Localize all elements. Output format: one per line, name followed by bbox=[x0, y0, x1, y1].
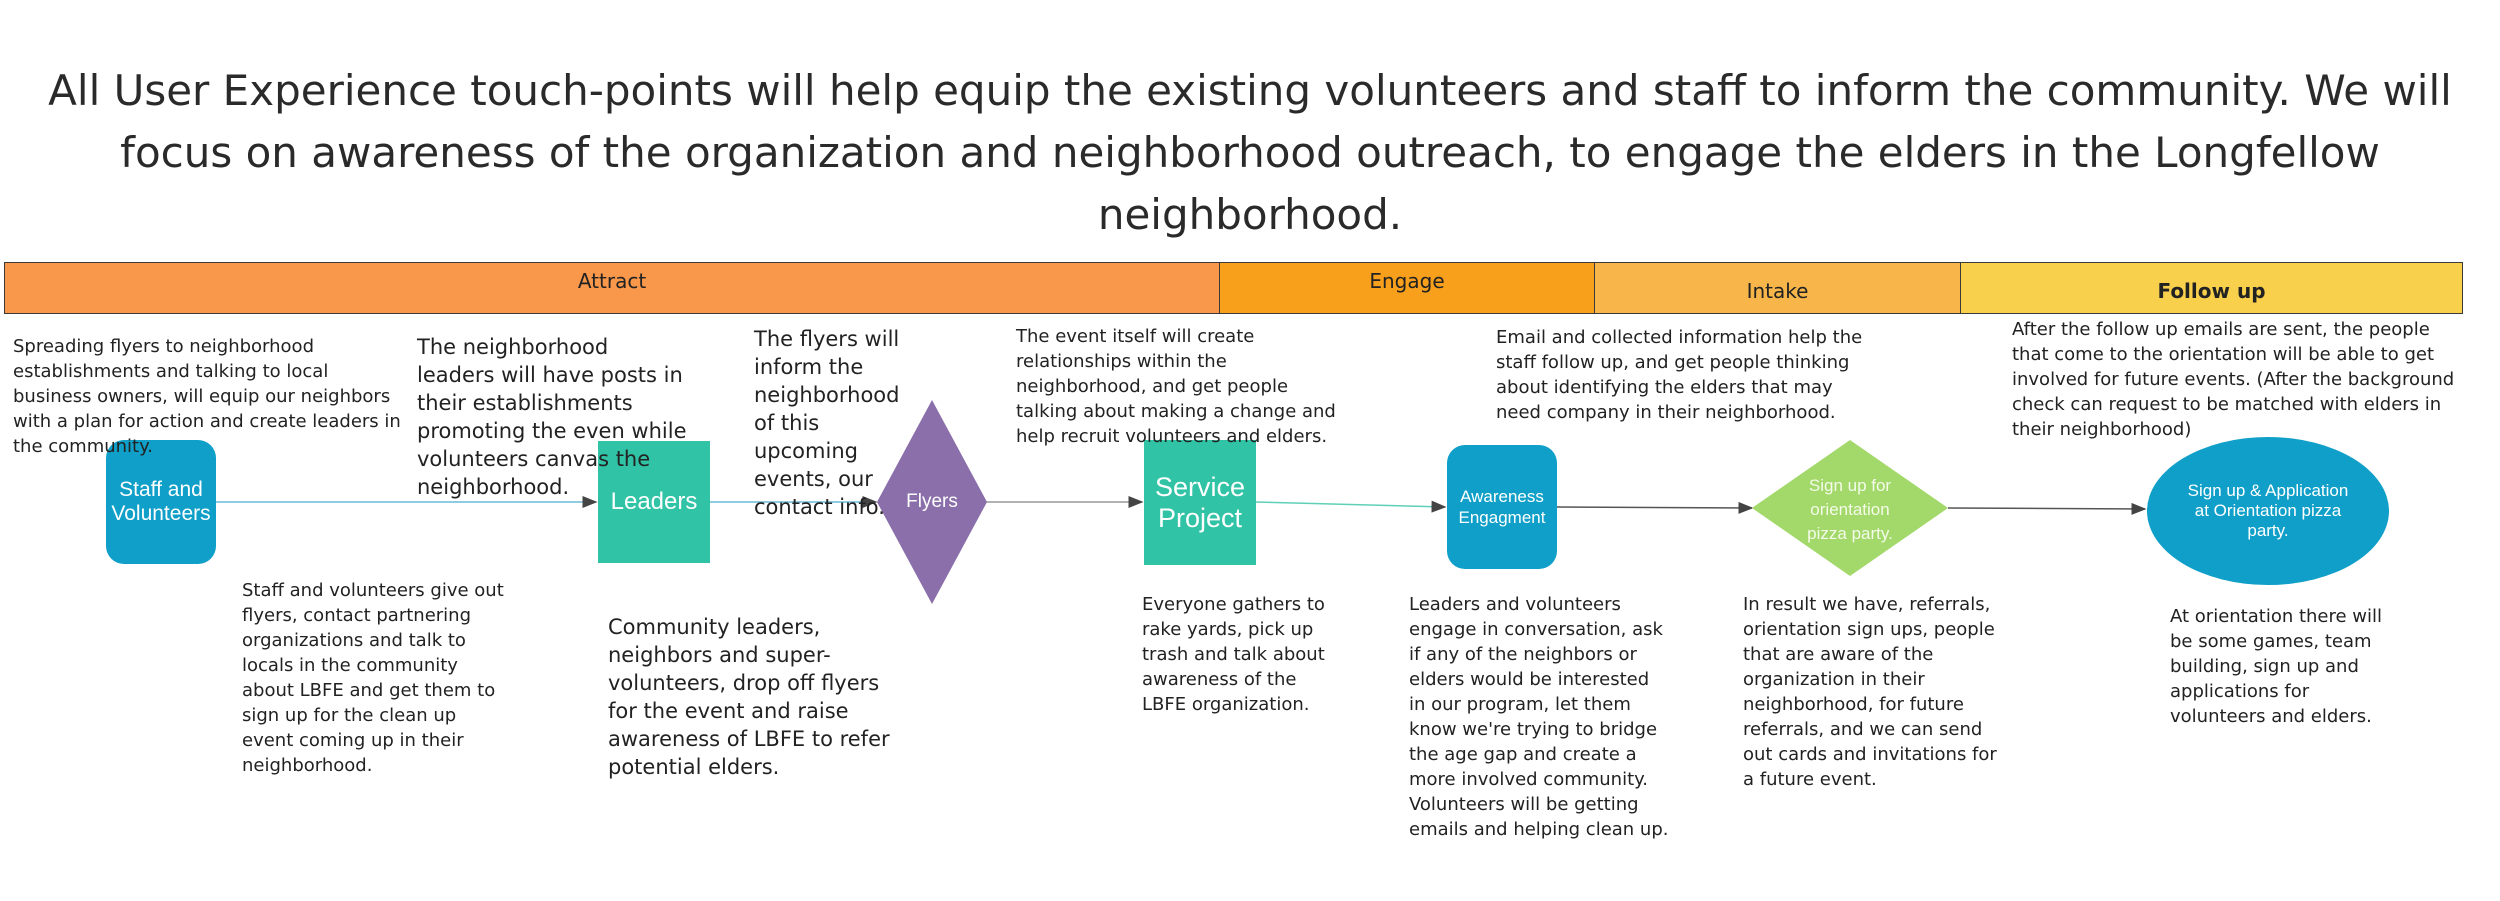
node-signup-orientation-label: Sign up for orientation pizza party. bbox=[1807, 476, 1893, 543]
signup-diamond-shape bbox=[1752, 440, 1948, 576]
node-signup-application-label: Sign up & Application at Orientation piz… bbox=[2187, 481, 2349, 540]
stage-follow-up: Follow up bbox=[1960, 262, 2463, 314]
node-staff-volunteers-label: Staff and Volunteers bbox=[111, 478, 211, 525]
node-leaders-label: Leaders bbox=[610, 488, 698, 515]
stage-follow-up-label: Follow up bbox=[2157, 279, 2266, 303]
connector-signup-application bbox=[1947, 502, 2147, 515]
node-awareness-engagment-label: Awareness Engagment bbox=[1458, 487, 1546, 527]
node-leaders: Leaders bbox=[598, 441, 710, 563]
note-at-orientation: At orientation there will be some games,… bbox=[2170, 606, 2383, 727]
note-in-result: In result we have, referrals, orientatio… bbox=[1743, 594, 1997, 790]
node-service-project: Service Project bbox=[1144, 440, 1256, 565]
stage-engage: Engage bbox=[1219, 262, 1595, 314]
note-after-follow-up: After the follow up emails are sent, the… bbox=[2012, 319, 2455, 440]
stage-intake: Intake bbox=[1594, 262, 1961, 314]
note-email-collected: Email and collected information help the… bbox=[1496, 327, 1863, 423]
note-leaders-volunteers-engage: Leaders and volunteers engage in convers… bbox=[1409, 594, 1669, 840]
note-staff-give-out: Staff and volunteers give out flyers, co… bbox=[242, 580, 504, 776]
connector-awareness-signup bbox=[1555, 501, 1754, 514]
node-staff-volunteers: Staff and Volunteers bbox=[106, 440, 216, 564]
flyers-diamond-shape bbox=[877, 400, 987, 604]
node-flyers: Flyers bbox=[877, 480, 987, 524]
note-leaders-posts: The neighborhood leaders will have posts… bbox=[417, 335, 687, 499]
connector-service-awareness bbox=[1254, 500, 1447, 513]
node-signup-application: Sign up & Application at Orientation piz… bbox=[2147, 437, 2389, 585]
note-community-leaders: Community leaders, neighbors and super-v… bbox=[608, 615, 890, 779]
note-spreading-flyers: Spreading flyers to neighborhood establi… bbox=[13, 336, 401, 457]
node-service-project-label: Service Project bbox=[1154, 471, 1246, 533]
node-flyers-label: Flyers bbox=[906, 491, 958, 512]
stage-attract-label: Attract bbox=[577, 269, 647, 293]
note-event-itself: The event itself will create relationshi… bbox=[1016, 326, 1336, 447]
node-awareness-engagment: Awareness Engagment bbox=[1447, 445, 1557, 569]
stage-engage-label: Engage bbox=[1369, 269, 1445, 293]
note-flyers-inform: The flyers will inform the neighborhood … bbox=[754, 327, 900, 519]
node-signup-orientation: Sign up for orientation pizza party. bbox=[1790, 472, 1910, 548]
stage-intake-label: Intake bbox=[1746, 279, 1809, 303]
headline: All User Experience touch-points will he… bbox=[48, 66, 2452, 239]
note-everyone-gathers: Everyone gathers to rake yards, pick up … bbox=[1142, 594, 1325, 715]
